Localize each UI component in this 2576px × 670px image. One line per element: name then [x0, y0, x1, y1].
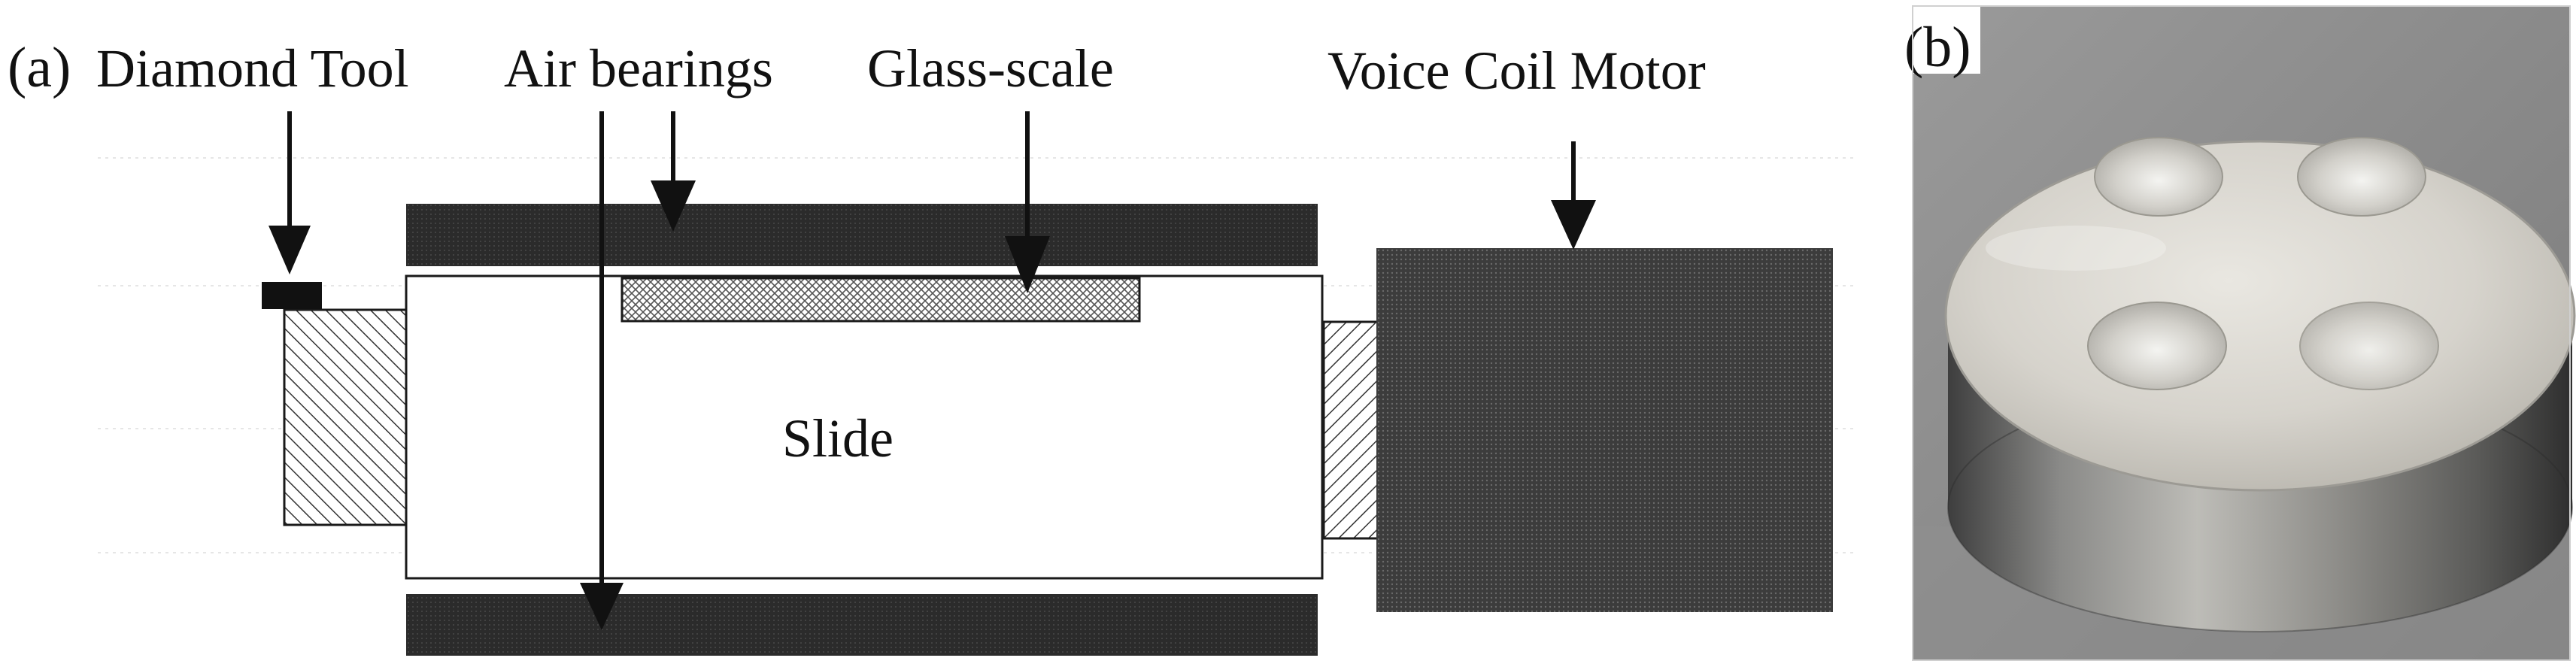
- arrow-diamond-tool: [269, 111, 311, 274]
- panel-b: (b): [1904, 5, 2576, 661]
- motor-coupling: [1322, 320, 1379, 540]
- upper-air-bearing: [406, 204, 1318, 266]
- glass-scale-label: Glass-scale: [867, 38, 1114, 99]
- dimple: [2087, 302, 2227, 390]
- voice-coil-motor: [1376, 248, 1833, 612]
- slide-label: Slide: [782, 408, 894, 468]
- photo-frame: [1912, 5, 2571, 661]
- dimple: [2297, 137, 2426, 217]
- panel-a: (a) Diamond Tool Air bearings Glass-scal…: [8, 36, 1858, 656]
- lower-air-bearing: [406, 594, 1318, 656]
- diamond-tool-label: Diamond Tool: [96, 38, 409, 99]
- arrow-air-bearings-lower: [580, 111, 624, 630]
- panel-a-tag: (a): [8, 36, 71, 99]
- workpiece-top-face: [1944, 140, 2576, 492]
- arrow-air-bearings-upper: [651, 111, 696, 232]
- air-bearings-label: Air bearings: [504, 38, 773, 99]
- panel-b-tag-box: [1913, 6, 1980, 74]
- microlens-dimples: [2087, 137, 2439, 390]
- glass-scale: [620, 277, 1141, 323]
- panel-b-tag: (b): [1904, 16, 1971, 79]
- voice-coil-motor-label: Voice Coil Motor: [1327, 41, 1706, 101]
- specular-highlight: [1986, 226, 2166, 271]
- arrows: [269, 111, 1596, 630]
- arrow-glass-scale: [1005, 111, 1050, 293]
- tool-holder: [283, 308, 411, 526]
- diamond-tool: [262, 282, 322, 309]
- arrow-voice-coil-motor: [1551, 141, 1596, 250]
- dimple: [2299, 302, 2439, 390]
- slide-body: [405, 274, 1324, 580]
- dimple: [2094, 137, 2223, 217]
